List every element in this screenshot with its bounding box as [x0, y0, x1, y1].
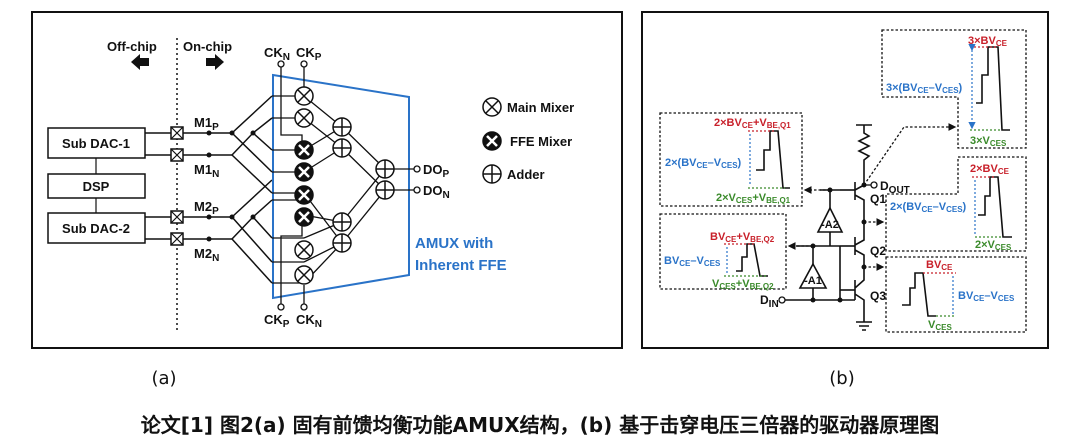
legend: Main Mixer FFE Mixer Adder — [481, 97, 574, 184]
main-mixer-icon — [294, 86, 314, 106]
svg-text:VCES+VBE,Q2: VCES+VBE,Q2 — [712, 278, 774, 291]
waveform-mid-right-labels: 2×BVCE 2×(BVCE–VCES) 2×VCES — [890, 163, 1012, 252]
adder-icon — [332, 233, 352, 253]
waveforms — [736, 46, 1012, 317]
ffe-mixer-icon — [293, 161, 315, 183]
main-mixer-icon — [294, 240, 314, 260]
svg-text:2×(BVCE–VCES): 2×(BVCE–VCES) — [890, 201, 967, 214]
transistor-stack — [854, 182, 865, 322]
pad-icon — [170, 210, 184, 224]
waveform-box-top-right — [881, 29, 1027, 149]
svg-text:BVCE: BVCE — [926, 259, 953, 272]
on-chip-label: On-chip — [183, 39, 232, 54]
clock-top-p: CKP — [296, 45, 322, 63]
waveform-top-right-labels: 3×BVCE 3×(BVCE–VCES) 3×VCES — [886, 35, 1008, 148]
m2n-label: M2N — [194, 246, 219, 264]
legend-ffe-mixer: FFE Mixer — [510, 134, 572, 149]
clock-wires — [280, 66, 305, 305]
svg-text:Sub DAC-1: Sub DAC-1 — [62, 136, 130, 151]
waveform-bot-right-labels: BVCE BVCE–VCES VCES — [923, 259, 1015, 332]
panel-a-label: (a) — [151, 368, 176, 389]
output-dop: DOP — [423, 162, 450, 180]
svg-text:2×(BVCE–VCES): 2×(BVCE–VCES) — [665, 157, 742, 170]
legend-adder: Adder — [507, 167, 545, 182]
ground-icon — [856, 321, 872, 331]
clock-bottom-p: CKP — [264, 312, 290, 330]
panel-a: Off-chip On-chip Sub DAC-1 DSP Sub DAC-2 — [31, 11, 623, 349]
amux-label-line2: Inherent FFE — [415, 257, 507, 274]
din-label: DIN — [760, 293, 779, 310]
figure-caption: 论文[1] 图2(a) 固有前馈均衡功能AMUX结构，(b) 基于击穿电压三倍器… — [141, 413, 939, 437]
svg-text:3×VCES: 3×VCES — [970, 135, 1007, 148]
m2p-label: M2P — [194, 199, 219, 217]
main-mixer-icon — [294, 108, 314, 128]
sub-dac-2-block: Sub DAC-2 — [47, 212, 146, 244]
panel-b: DOUT DIN Q1 Q2 Q3 -A2 -A1 3×BVCE — [641, 11, 1049, 349]
svg-text:DSP: DSP — [83, 179, 110, 194]
ffe-mixer-icon — [293, 184, 315, 206]
panel-b-label: (b) — [829, 368, 854, 389]
svg-text:3×BVCE: 3×BVCE — [968, 35, 1008, 48]
clock-top-n: CKN — [264, 45, 290, 63]
panel-b-frame — [641, 11, 1049, 349]
ffe-mixer-icon — [293, 139, 315, 161]
waveform-box-bot-right — [885, 256, 1027, 333]
output-don: DON — [423, 183, 450, 201]
adder-legend-icon — [482, 164, 502, 184]
svg-text:3×(BVCE–VCES): 3×(BVCE–VCES) — [886, 82, 963, 95]
main-mixer-legend-icon — [482, 97, 502, 117]
legend-main-mixer: Main Mixer — [507, 100, 574, 115]
clock-bottom-n: CKN — [296, 312, 322, 330]
probe-arrows — [787, 123, 957, 271]
amux-label-line1: AMUX with — [415, 235, 493, 252]
pad-icon — [170, 148, 184, 162]
arrow-right-icon — [206, 54, 224, 70]
q1-label: Q1 — [870, 192, 886, 206]
adder-icon — [332, 212, 352, 232]
waveform-bot-left-labels: BVCE+VBE,Q2 BVCE–VCES VCES+VBE,Q2 — [664, 231, 775, 291]
svg-text:BVCE–VCES: BVCE–VCES — [958, 290, 1015, 303]
sub-dac-1-block: Sub DAC-1 — [47, 127, 146, 159]
adder-icon — [332, 138, 352, 158]
adder-icon — [375, 159, 395, 179]
off-chip-label: Off-chip — [107, 39, 157, 54]
waveform-top-left-labels: 2×BVCE+VBE,Q1 2×(BVCE–VCES) 2×VCES+VBE,Q… — [665, 117, 791, 205]
adder-icon — [332, 117, 352, 137]
dsp-block: DSP — [47, 173, 146, 199]
svg-text:2×VCES+VBE,Q1: 2×VCES+VBE,Q1 — [716, 192, 791, 205]
amp-a1-label: -A1 — [804, 275, 822, 287]
svg-text:VCES: VCES — [928, 319, 952, 332]
mixer-wires — [272, 95, 414, 284]
svg-text:2×BVCE+VBE,Q1: 2×BVCE+VBE,Q1 — [714, 117, 791, 130]
ffe-mixer-icon — [293, 206, 315, 228]
svg-text:2×VCES: 2×VCES — [975, 239, 1012, 252]
m1p-label: M1P — [194, 115, 219, 133]
svg-text:Sub DAC-2: Sub DAC-2 — [62, 221, 130, 236]
main-mixer-icon — [294, 265, 314, 285]
resistor-icon — [856, 124, 872, 185]
svg-text:BVCE–VCES: BVCE–VCES — [664, 255, 721, 268]
svg-text:BVCE+VBE,Q2: BVCE+VBE,Q2 — [710, 231, 775, 244]
amux-boundary — [272, 73, 410, 300]
m1n-label: M1N — [194, 162, 219, 180]
pad-icon — [170, 126, 184, 140]
waveform-box-bot-left — [659, 213, 787, 290]
ffe-mixer-legend-icon — [481, 130, 503, 152]
q3-label: Q3 — [870, 289, 886, 303]
q2-label: Q2 — [870, 244, 886, 258]
svg-text:2×BVCE: 2×BVCE — [970, 163, 1010, 176]
dout-label: DOUT — [880, 179, 910, 196]
arrow-left-icon — [131, 54, 149, 70]
pad-icon — [170, 232, 184, 246]
adder-icon — [375, 180, 395, 200]
panel-a-frame — [31, 11, 623, 349]
waveform-box-mid-right — [885, 156, 1027, 252]
waveform-box-top-left — [659, 112, 803, 207]
amp-a2-label: -A2 — [821, 219, 839, 231]
